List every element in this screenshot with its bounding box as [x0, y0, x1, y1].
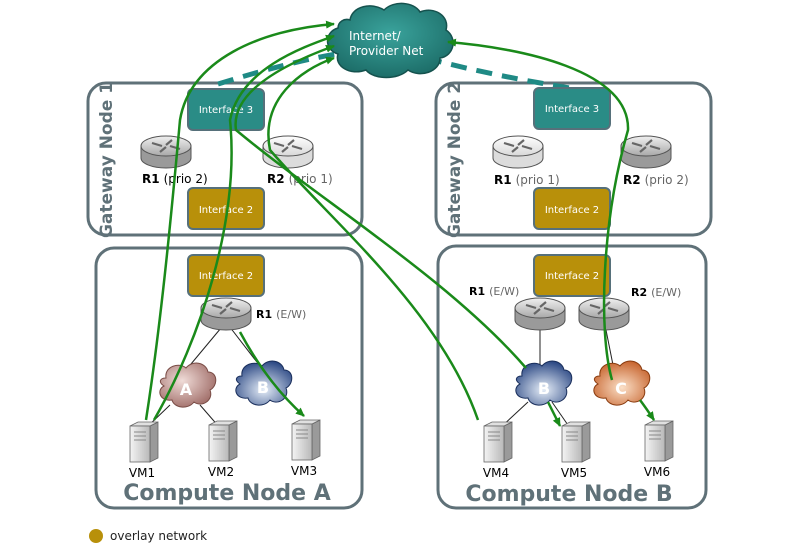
compute-a-r1-label: R1(E/W) [256, 308, 306, 321]
network-b-label-a: B [257, 378, 269, 397]
flow-vm6 [638, 399, 656, 421]
compute-a-interface-2: Interface 2 [187, 254, 265, 297]
cloud-label-line2: Provider Net [349, 44, 424, 58]
gw1-r1-router-icon [140, 135, 192, 169]
svg-text:Interface 2: Interface 2 [545, 205, 599, 216]
vm3-label: VM3 [291, 464, 317, 478]
vm5-icon [561, 421, 591, 463]
flow-vm1-to-net-2 [152, 34, 335, 421]
network-b-label-b: B [538, 379, 550, 398]
legend-label: overlay network [110, 529, 207, 543]
network-a-cloud: A [159, 362, 217, 408]
flow-c-vm6 [447, 38, 630, 381]
vm2-icon [208, 420, 238, 462]
network-c-cloud: C [593, 360, 651, 406]
svg-text:Interface 3: Interface 3 [199, 105, 253, 116]
network-a-label: A [180, 380, 193, 399]
vm5-label: VM5 [561, 466, 587, 480]
gw2-r2-router-icon [620, 135, 672, 169]
gateway-node-2-box [434, 81, 713, 237]
gw1-interface-3: Interface 3 [187, 88, 265, 131]
vm1-label: VM1 [129, 466, 155, 480]
legend: overlay network [89, 529, 207, 543]
compute-node-b-title: Compute Node B [465, 482, 672, 507]
vm4-icon [483, 421, 513, 463]
compute-a-r1-router-icon [200, 297, 252, 331]
vm3-icon [291, 419, 321, 461]
gw2-interface-2: Interface 2 [533, 187, 611, 230]
svg-text:Interface 2: Interface 2 [199, 271, 253, 282]
compute-b-r2-label: R2(E/W) [631, 286, 681, 299]
vm6-icon [644, 420, 674, 462]
internet-cloud: Internet/ Provider Net [326, 2, 454, 79]
compute-node-b-box [436, 244, 708, 510]
flow-b-gw-path [234, 44, 527, 369]
svg-text:Interface 3: Interface 3 [545, 104, 599, 115]
gw2-r1-label: R1(prio 1) [494, 173, 560, 187]
gw2-interface-3: Interface 3 [533, 87, 611, 130]
vm2-label: VM2 [208, 465, 234, 479]
flow-vm3-from-b [238, 331, 305, 417]
compute-node-a-title: Compute Node A [123, 481, 331, 506]
gw2-r1-router-icon [492, 135, 544, 169]
flow-vm1-to-net [144, 20, 335, 421]
compute-b-interface-2: Interface 2 [533, 254, 611, 297]
gateway-node-2-title: Gateway Node 2 [445, 82, 465, 238]
compute-b-r1-router-icon [514, 297, 566, 331]
vm1-icon [129, 421, 159, 463]
network-c-label: C [615, 379, 627, 398]
svg-text:Interface 2: Interface 2 [545, 271, 599, 282]
network-b-cloud-a: B [235, 360, 293, 406]
gw2-r2-label: R2(prio 2) [623, 173, 689, 187]
network-b-cloud-b: B [515, 360, 573, 406]
compute-b-r1-label: R1(E/W) [469, 285, 519, 298]
flow-vm5 [546, 401, 562, 427]
vm4-label: VM4 [483, 466, 509, 480]
gateway-node-1-title: Gateway Node 1 [97, 82, 117, 238]
traffic-flows [144, 20, 656, 427]
vm6-label: VM6 [644, 465, 670, 479]
cloud-label-line1: Internet/ [349, 29, 402, 43]
compute-node-a-box [94, 246, 364, 510]
overlay-legend-dot [89, 529, 103, 543]
flow-b-gw-path-2 [267, 56, 480, 421]
